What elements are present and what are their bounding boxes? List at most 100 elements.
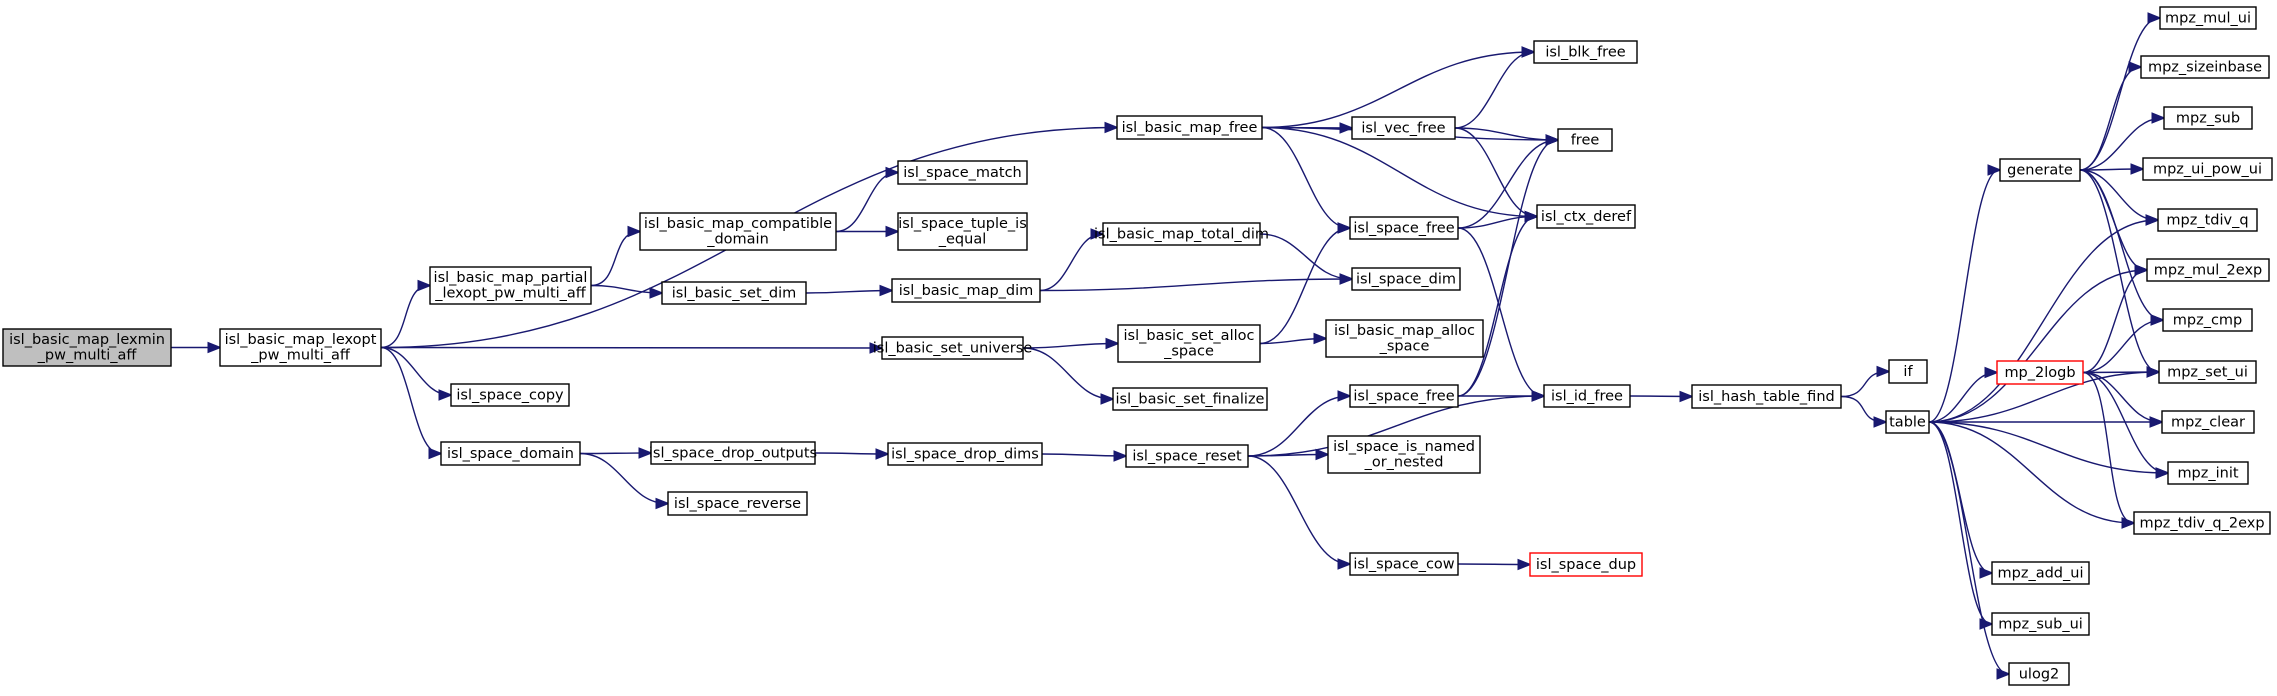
edge-map_free-to-ctx_deref — [1261, 126, 1536, 217]
node-map_free[interactable]: isl_basic_map_free — [1116, 115, 1263, 140]
node-space_reset[interactable]: isl_space_reset — [1125, 444, 1249, 468]
node-id_free[interactable]: isl_id_free — [1543, 384, 1631, 408]
node-vec_free[interactable]: isl_vec_free — [1351, 116, 1456, 140]
node-total_dim[interactable]: isl_basic_map_total_dim — [1094, 222, 1269, 246]
node-ctx_deref[interactable]: isl_ctx_deref — [1536, 204, 1636, 229]
node-box — [650, 441, 816, 465]
node-box — [1999, 158, 2081, 182]
node-mp_2logb[interactable]: mp_2logb — [1996, 360, 2084, 385]
node-mpz_mul_ui[interactable]: mpz_mul_ui — [2159, 6, 2257, 30]
node-space_domain[interactable]: isl_space_domain — [440, 441, 581, 466]
edge-drop_outputs-to-drop_dims — [814, 453, 887, 454]
node-if[interactable]: if — [1888, 359, 1928, 384]
node-label: isl_basic_set_universe — [873, 340, 1033, 356]
node-label: mpz_sizeinbase — [2148, 59, 2262, 75]
node-mpz_tdiv_q[interactable]: mpz_tdiv_q — [2157, 208, 2258, 232]
node-mpz_ui_pow_ui[interactable]: mpz_ui_pow_ui — [2142, 157, 2273, 181]
edge-space_reset-to-space_free2 — [1247, 396, 1349, 457]
node-box — [1888, 359, 1928, 384]
node-box — [1102, 222, 1261, 246]
node-box — [219, 328, 382, 367]
node-set_universe[interactable]: isl_basic_set_universe — [873, 336, 1033, 360]
node-label: _space — [1163, 344, 1214, 360]
node-mpz_sizeinbase[interactable]: mpz_sizeinbase — [2140, 55, 2270, 79]
node-mpz_set_ui[interactable]: mpz_set_ui — [2158, 360, 2257, 384]
node-space_reverse[interactable]: isl_space_reverse — [667, 491, 808, 516]
edge-space_free1-to-free — [1457, 140, 1557, 229]
node-label: _pw_multi_aff — [250, 348, 351, 364]
node-label: mpz_clear — [2171, 414, 2245, 430]
node-mpz_clear[interactable]: mpz_clear — [2161, 410, 2255, 434]
edge-table-to-mpz_tdiv_q_2exp — [1928, 421, 2133, 523]
node-label: mpz_sub_ui — [1998, 616, 2083, 632]
node-label: mp_2logb — [2004, 365, 2075, 381]
node-space_free2[interactable]: isl_space_free — [1349, 384, 1459, 408]
node-label: mpz_mul_2exp — [2154, 262, 2262, 278]
node-root[interactable]: isl_basic_map_lexmin_pw_multi_aff — [2, 328, 172, 367]
node-set_dim[interactable]: isl_basic_set_dim — [661, 281, 807, 305]
node-mpz_init[interactable]: mpz_init — [2167, 461, 2249, 485]
node-drop_dims[interactable]: isl_space_drop_dims — [887, 442, 1043, 466]
edge-table-to-generate — [1928, 170, 1999, 423]
node-box — [2158, 360, 2257, 384]
edge-generate-to-mpz_set_ui — [2079, 169, 2158, 372]
node-tuple_is_equal[interactable]: isl_space_tuple_is_equal — [897, 212, 1028, 251]
node-label: isl_space_dim — [1356, 271, 1456, 287]
node-space_dup[interactable]: isl_space_dup — [1529, 552, 1643, 577]
node-label: mpz_ui_pow_ui — [2153, 161, 2262, 177]
node-compatible[interactable]: isl_basic_map_compatible_domain — [639, 212, 837, 251]
edge-partial-to-compatible — [590, 232, 639, 287]
edge-space_domain-to-space_reverse — [579, 452, 667, 504]
node-set_finalize[interactable]: isl_basic_set_finalize — [1112, 387, 1268, 411]
node-hash_find[interactable]: isl_hash_table_find — [1691, 384, 1842, 409]
edge-generate-to-mpz_sub — [2079, 118, 2163, 171]
node-partial[interactable]: isl_basic_map_partial_lexopt_pw_multi_af… — [429, 266, 592, 305]
node-blk_free[interactable]: isl_blk_free — [1533, 40, 1638, 64]
node-map_dim[interactable]: isl_basic_map_dim — [891, 278, 1041, 303]
edge-table-to-mpz_set_ui — [1928, 372, 2158, 423]
node-label: if — [1903, 364, 1913, 380]
edge-total_dim-to-space_dim — [1259, 233, 1351, 279]
node-mpz_tdiv_q_2exp[interactable]: mpz_tdiv_q_2exp — [2133, 511, 2271, 535]
node-lexopt[interactable]: isl_basic_map_lexopt_pw_multi_aff — [219, 328, 382, 367]
node-set_alloc_space[interactable]: isl_basic_set_alloc_space — [1117, 324, 1261, 363]
node-label: mpz_set_ui — [2167, 364, 2248, 380]
node-box — [1117, 324, 1261, 363]
edge-set_universe-to-set_finalize — [1022, 347, 1112, 399]
node-label: isl_space_dup — [1536, 557, 1636, 573]
node-box — [881, 336, 1024, 360]
node-map_alloc_space[interactable]: isl_basic_map_alloc_space — [1325, 319, 1484, 358]
node-label: mpz_tdiv_q_2exp — [2139, 515, 2264, 531]
edge-set_alloc_space-to-map_alloc_space — [1259, 339, 1325, 344]
node-mpz_cmp[interactable]: mpz_cmp — [2162, 308, 2253, 332]
node-box — [1691, 384, 1842, 409]
node-label: _or_nested — [1364, 455, 1444, 471]
edge-map_free-to-space_free1 — [1261, 126, 1349, 229]
edge-lexopt-to-partial — [380, 286, 429, 349]
node-space_dim[interactable]: isl_space_dim — [1351, 267, 1461, 291]
node-mpz_sub[interactable]: mpz_sub — [2163, 106, 2253, 130]
node-space_copy[interactable]: isl_space_copy — [450, 383, 570, 407]
node-mpz_mul_2exp[interactable]: mpz_mul_2exp — [2146, 258, 2270, 282]
node-mpz_add_ui[interactable]: mpz_add_ui — [1991, 561, 2090, 585]
node-drop_outputs[interactable]: isl_space_drop_outputs — [649, 441, 817, 465]
node-box — [440, 441, 581, 466]
edge-space_reset-to-space_cow — [1247, 455, 1349, 564]
node-space_match[interactable]: isl_space_match — [897, 160, 1028, 185]
edge-map_free-to-blk_free — [1261, 52, 1533, 129]
edge-space_domain-to-drop_outputs — [579, 453, 650, 454]
node-ulog2[interactable]: ulog2 — [2008, 662, 2070, 686]
node-box — [2, 328, 172, 367]
node-generate[interactable]: generate — [1999, 158, 2081, 182]
node-label: mpz_init — [2177, 465, 2238, 481]
node-space_free1[interactable]: isl_space_free — [1349, 216, 1459, 240]
node-free[interactable]: free — [1557, 128, 1613, 152]
node-table[interactable]: table — [1885, 410, 1930, 434]
node-is_named[interactable]: isl_space_is_named_or_nested — [1327, 435, 1481, 474]
node-space_cow[interactable]: isl_space_cow — [1349, 552, 1459, 576]
node-label: _space — [1379, 339, 1430, 355]
node-label: isl_vec_free — [1361, 120, 1445, 136]
node-mpz_sub_ui[interactable]: mpz_sub_ui — [1991, 612, 2090, 636]
node-label: isl_space_free — [1353, 388, 1454, 404]
